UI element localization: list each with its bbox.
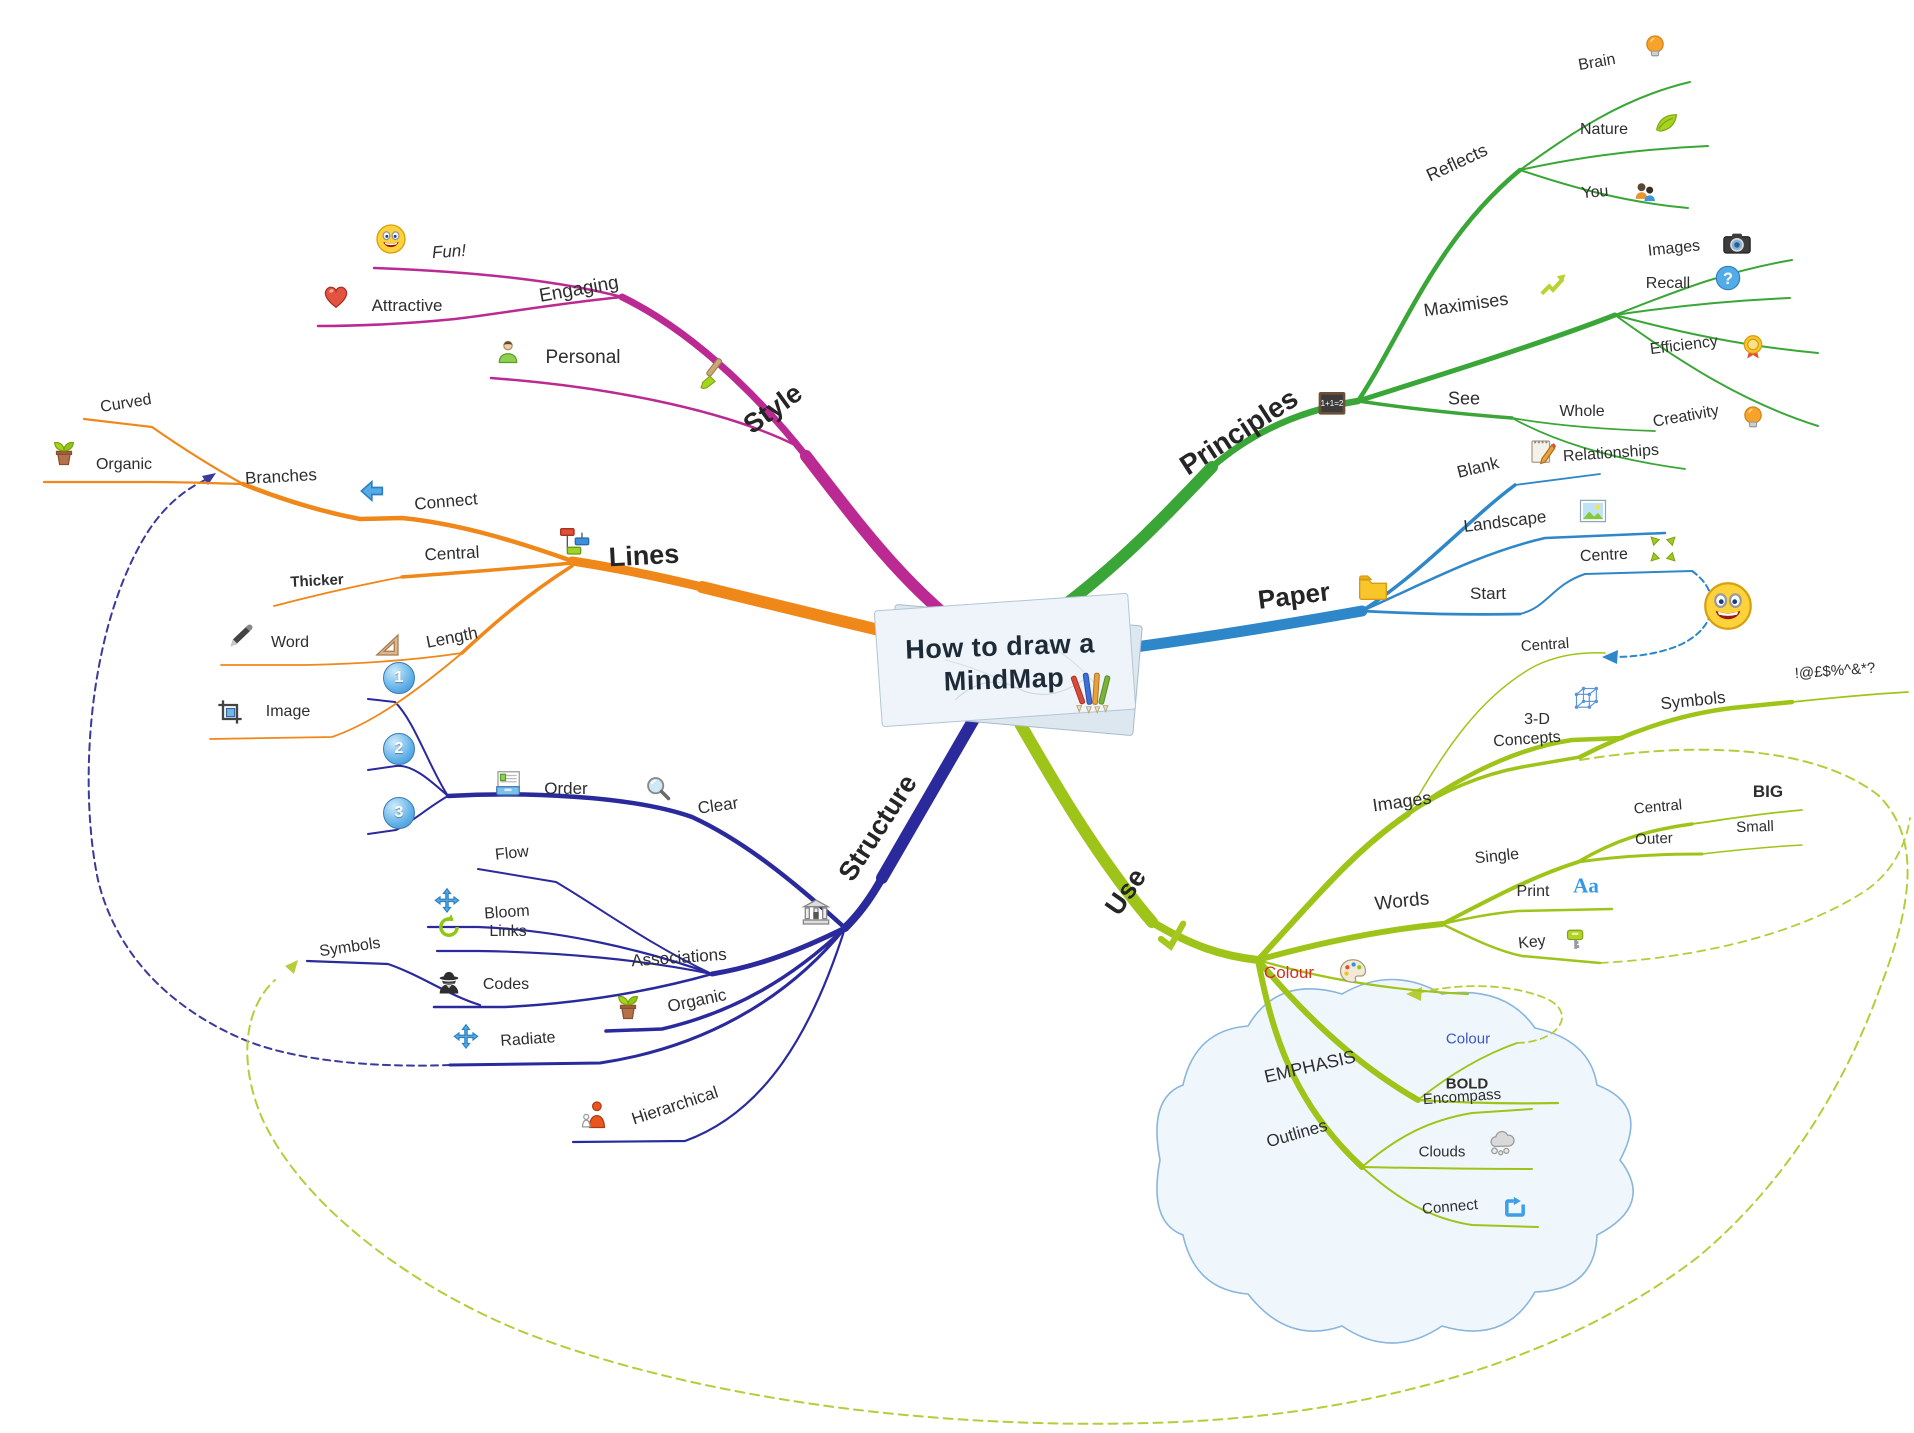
landscape-picture-icon xyxy=(1578,496,1608,526)
node-organic-lines[interactable]: Organic xyxy=(95,456,153,473)
center-paper-graphic xyxy=(873,592,1143,736)
node-whole[interactable]: Whole xyxy=(1559,403,1605,420)
arrow-left-icon xyxy=(359,477,387,505)
node-3d[interactable]: 3-D xyxy=(1524,711,1550,728)
node-central-lines[interactable]: Central xyxy=(424,542,480,565)
node-radiate[interactable]: Radiate xyxy=(499,1029,557,1050)
camera-icon xyxy=(1722,228,1752,258)
number-2-badge: 2 xyxy=(383,733,415,765)
node-you[interactable]: You xyxy=(1580,182,1610,203)
node-branches[interactable]: Branches xyxy=(244,465,318,488)
heart-icon xyxy=(321,281,351,311)
key-icon xyxy=(1564,925,1592,953)
font-aa-icon: Aa xyxy=(1573,873,1599,898)
set-square-icon xyxy=(373,630,403,660)
cloud-outline xyxy=(1156,978,1634,1344)
four-way-arrows-icon xyxy=(452,1023,480,1051)
node-links[interactable]: Links xyxy=(489,923,527,940)
node-colour-use[interactable]: Colour xyxy=(1263,963,1315,982)
hierarchy-person-icon xyxy=(580,1100,610,1130)
svg-text:?: ? xyxy=(1723,270,1733,288)
node-attractive[interactable]: Attractive xyxy=(371,296,443,315)
center-arrows-icon xyxy=(1648,534,1678,564)
node-key[interactable]: Key xyxy=(1517,932,1547,953)
node-thicker[interactable]: Thicker xyxy=(289,571,345,591)
number-3-badge: 3 xyxy=(383,797,415,829)
person-icon xyxy=(494,338,522,366)
node-print[interactable]: Print xyxy=(1516,883,1550,900)
leaf-icon xyxy=(1652,110,1680,138)
link-symbols-symbols xyxy=(246,748,1909,1425)
node-big[interactable]: BIG xyxy=(1752,782,1784,801)
node-flow[interactable]: Flow xyxy=(494,843,530,864)
checkmark-icon xyxy=(1153,917,1191,955)
link-colour-colour xyxy=(1417,985,1563,1044)
four-way-arrows-icon xyxy=(433,887,461,915)
node-clouds[interactable]: Clouds xyxy=(1418,1143,1466,1161)
laughing-smiley-icon xyxy=(375,223,407,255)
growth-arrow-icon xyxy=(1538,270,1568,300)
node-central-images[interactable]: Central xyxy=(1520,634,1570,656)
map-title-line1: How to draw a xyxy=(904,628,1096,665)
paintbrush-icon xyxy=(694,356,730,392)
lightbulb-icon xyxy=(1739,404,1767,432)
node-bold[interactable]: BOLD xyxy=(1445,1075,1489,1093)
node-outer[interactable]: Outer xyxy=(1634,829,1674,849)
spy-icon xyxy=(435,969,463,997)
lightbulb-icon xyxy=(1641,33,1669,61)
circular-arrow-icon xyxy=(435,913,463,941)
coloured-pens-icon xyxy=(1066,666,1114,715)
potted-plant-icon xyxy=(49,437,79,467)
cloud-icon xyxy=(1487,1129,1517,1159)
node-see[interactable]: See xyxy=(1447,388,1481,409)
blackboard-icon: 1+1=2 xyxy=(1316,388,1348,420)
big-smiley-icon xyxy=(1702,580,1754,632)
loop-arrow-icon xyxy=(1501,1194,1529,1222)
bank-icon xyxy=(800,896,832,928)
award-icon xyxy=(1739,334,1767,362)
node-word[interactable]: Word xyxy=(271,634,309,651)
notepad-pencil-icon xyxy=(1527,436,1557,466)
two-people-icon xyxy=(1631,179,1659,207)
link-centre-central xyxy=(1614,570,1714,658)
question-icon: ? xyxy=(1714,264,1742,292)
link-radiate-branches xyxy=(87,479,451,1067)
folder-icon xyxy=(1357,572,1389,604)
node-bloom[interactable]: Bloom xyxy=(483,902,531,923)
palette-icon xyxy=(1338,956,1368,986)
svg-text:1+1=2: 1+1=2 xyxy=(1321,399,1344,408)
node-small[interactable]: Small xyxy=(1735,817,1775,837)
node-image-lines[interactable]: Image xyxy=(265,703,311,720)
cube-3d-icon xyxy=(1573,685,1601,713)
list-window-icon xyxy=(493,768,523,798)
map-title-line2: MindMap xyxy=(943,662,1065,697)
link-key-out xyxy=(1599,817,1911,964)
pen-icon xyxy=(226,623,254,651)
node-order[interactable]: Order xyxy=(544,779,588,798)
node-codes[interactable]: Codes xyxy=(482,976,530,993)
node-nature[interactable]: Nature xyxy=(1579,121,1629,138)
flowchart-icon xyxy=(558,526,590,558)
node-start[interactable]: Start xyxy=(1470,584,1506,603)
crop-icon xyxy=(216,698,244,726)
magnifier-icon xyxy=(644,774,672,802)
node-centre[interactable]: Centre xyxy=(1579,545,1629,566)
node-colour-emphasis[interactable]: Colour xyxy=(1445,1030,1491,1048)
node-recall[interactable]: Recall xyxy=(1645,275,1691,292)
node-personal[interactable]: Personal xyxy=(545,347,621,368)
node-fun[interactable]: Fun! xyxy=(431,240,467,263)
node-lines[interactable]: Lines xyxy=(607,538,680,573)
potted-plant-icon xyxy=(613,991,643,1021)
number-1-badge: 1 xyxy=(383,662,415,694)
